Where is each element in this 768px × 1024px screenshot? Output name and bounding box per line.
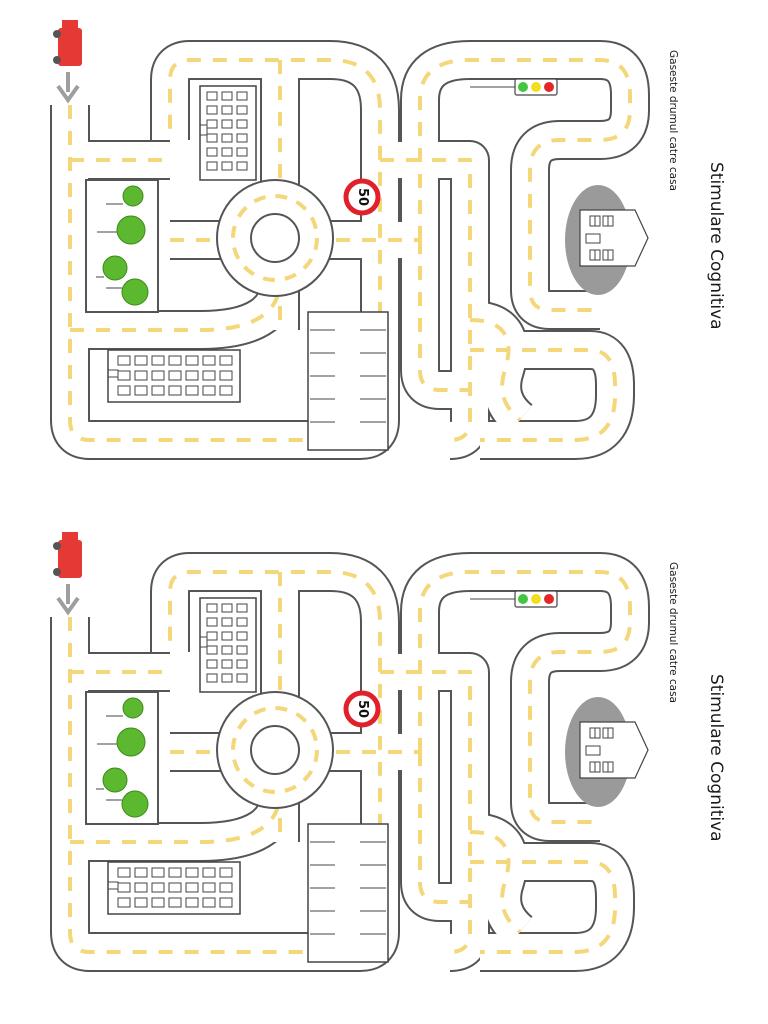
worksheet-title: Stimulare Cognitiva xyxy=(706,674,726,842)
tree-icon xyxy=(102,767,128,793)
maze-worksheet-bottom: 50 Gaseste drumul catre casa Stimulare C… xyxy=(0,512,768,1024)
speed-limit-value: 50 xyxy=(355,187,370,207)
car-icon[interactable] xyxy=(53,20,82,66)
parking-lot-icon xyxy=(307,823,389,963)
tree-icon xyxy=(116,727,146,757)
maze-drawing xyxy=(0,532,768,1024)
tree-icon xyxy=(102,255,128,281)
building-icon xyxy=(107,349,241,403)
roundabout-icon xyxy=(216,179,334,297)
house-icon xyxy=(565,697,649,807)
instruction-text: Gaseste drumul catre casa xyxy=(667,50,679,191)
car-icon[interactable] xyxy=(53,532,82,578)
parking-lot-icon xyxy=(307,311,389,451)
down-arrow-icon xyxy=(56,72,80,104)
building-icon xyxy=(199,85,257,181)
building-icon xyxy=(199,597,257,693)
instruction-text: Gaseste drumul catre casa xyxy=(667,562,679,703)
traffic-light-icon xyxy=(470,590,558,608)
speed-limit-sign-icon xyxy=(343,690,381,728)
park-block xyxy=(85,691,159,825)
park-block xyxy=(85,179,159,313)
maze-worksheet-top: 50 Gaseste drumul catre casa Stimulare C… xyxy=(0,20,768,512)
speed-limit-sign-icon xyxy=(343,178,381,216)
tree-icon xyxy=(122,697,144,719)
tree-icon xyxy=(121,790,149,818)
down-arrow-icon xyxy=(56,584,80,616)
house-icon xyxy=(565,185,649,295)
worksheet-title: Stimulare Cognitiva xyxy=(706,162,726,330)
traffic-light-icon xyxy=(470,78,558,96)
tree-icon xyxy=(122,185,144,207)
speed-limit-value: 50 xyxy=(355,699,370,719)
tree-icon xyxy=(116,215,146,245)
tree-icon xyxy=(121,278,149,306)
roundabout-icon xyxy=(216,691,334,809)
maze-drawing xyxy=(0,20,768,512)
building-icon xyxy=(107,861,241,915)
